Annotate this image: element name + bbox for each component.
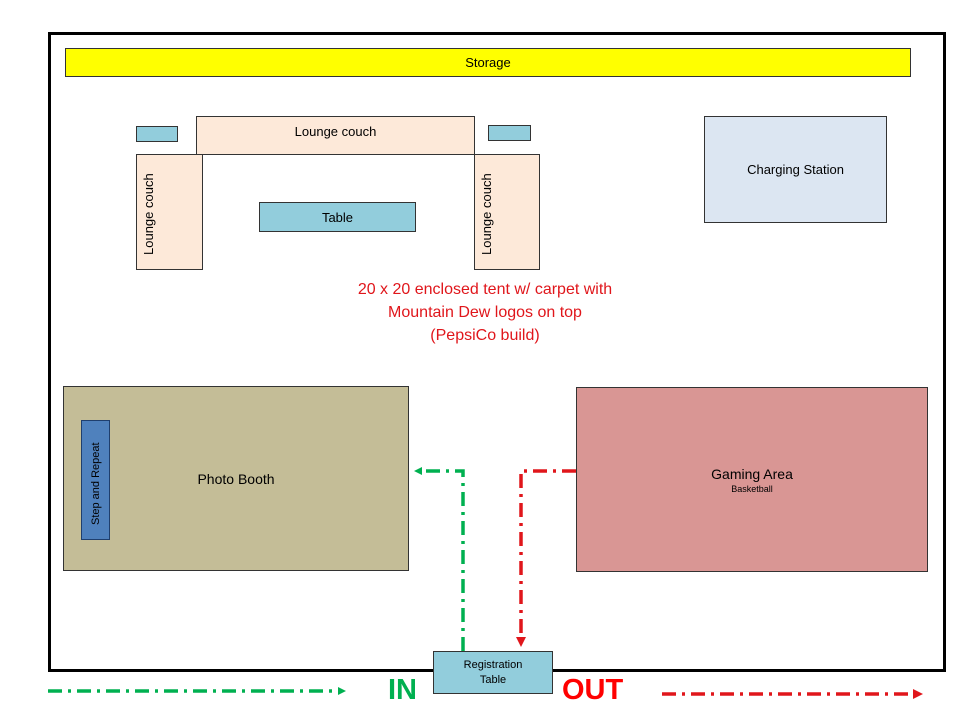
storage-label: Storage (465, 55, 511, 70)
tent-note-line1: 20 x 20 enclosed tent w/ carpet with (357, 281, 613, 298)
gaming-area-label: Gaming Area (711, 465, 793, 482)
charging-station-label: Charging Station (747, 162, 844, 177)
charging-station: Charging Station (704, 116, 887, 223)
registration-line1: Registration (463, 658, 523, 671)
gaming-area: Gaming Area Basketball (576, 387, 928, 572)
center-table-label: Table (321, 209, 354, 225)
end-table-left (136, 126, 178, 142)
lounge-couch-top-label: Lounge couch (294, 124, 377, 139)
registration-line2: Table (479, 673, 507, 686)
step-and-repeat: Step and Repeat (81, 420, 110, 540)
tent-note-line3: (PepsiCo build) (430, 327, 540, 344)
registration-table: Registration Table (433, 651, 553, 694)
photo-booth-label: Photo Booth (197, 470, 275, 487)
tent-note-line2: Mountain Dew logos on top (388, 304, 582, 321)
lounge-couch-right: Lounge couch (474, 154, 540, 270)
in-path-line (414, 467, 465, 651)
gaming-area-sublabel: Basketball (731, 483, 773, 494)
end-table-right (488, 125, 531, 141)
in-label: IN (388, 674, 417, 706)
lounge-couch-left: Lounge couch (136, 154, 203, 270)
out-path-line (516, 469, 576, 647)
storage-area: Storage (65, 48, 911, 77)
tent-note: 20 x 20 enclosed tent w/ carpet with Mou… (300, 278, 670, 347)
lounge-couch-top: Lounge couch (196, 116, 475, 155)
photo-booth: Photo Booth (63, 386, 409, 571)
center-table: Table (259, 202, 416, 232)
out-label: OUT (562, 674, 624, 706)
